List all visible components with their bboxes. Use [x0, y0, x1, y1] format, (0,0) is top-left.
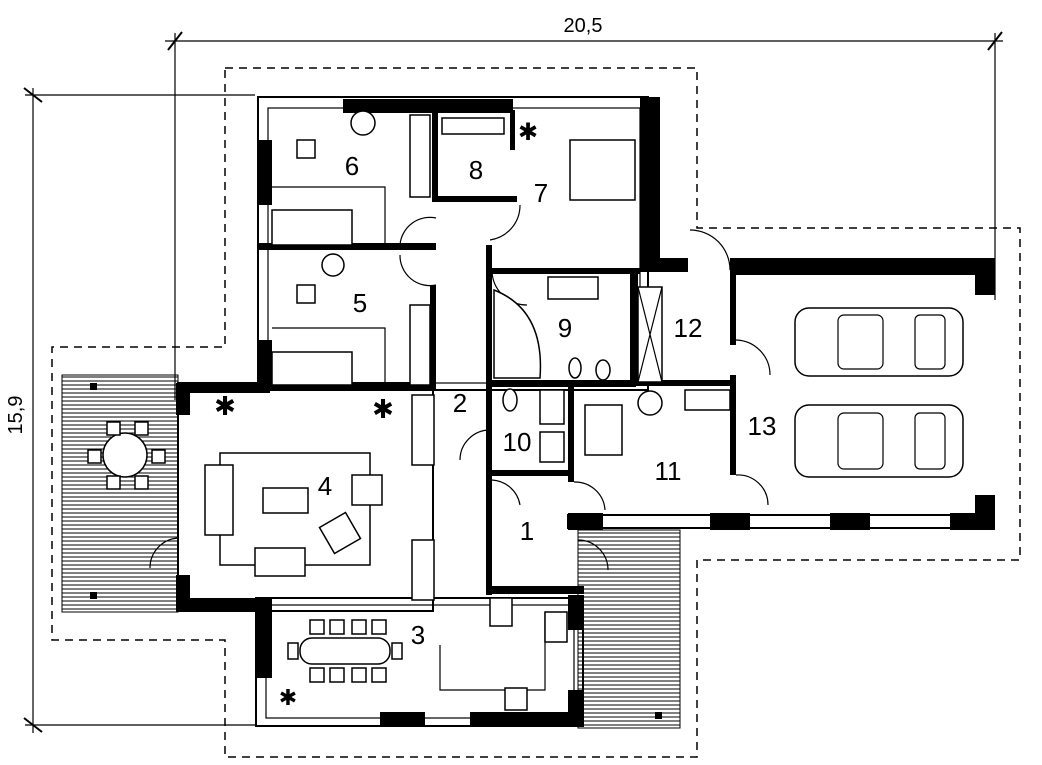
furniture: ✱ ✱ ✱ ✱	[87, 110, 964, 711]
room-10-label: 10	[503, 427, 532, 457]
room-2-label: 2	[453, 388, 467, 418]
car-icon	[794, 307, 964, 377]
room-7-label: 7	[534, 178, 548, 208]
room-5-label: 5	[353, 288, 367, 318]
width-label: 20,5	[564, 15, 603, 37]
dimension-width: 20,5	[165, 15, 1003, 400]
car-icon	[794, 404, 964, 478]
room-1-label: 1	[520, 516, 534, 546]
room-9-label: 9	[558, 313, 572, 343]
room-labels: 1 2 3 4 5 6 7 8 9 10 11 12 13	[318, 151, 777, 650]
plant-icon: ✱	[279, 685, 297, 710]
room-4-label: 4	[318, 471, 332, 501]
room-8-label: 8	[469, 155, 483, 185]
plant-icon: ✱	[372, 395, 394, 424]
room-12-label: 12	[674, 313, 703, 343]
depth-label: 15,9	[5, 396, 27, 435]
dimension-depth: 15,9	[5, 87, 255, 733]
room-6-label: 6	[345, 151, 359, 181]
room-3-label: 3	[411, 620, 425, 650]
walls	[176, 96, 995, 727]
plant-icon: ✱	[518, 120, 538, 146]
room-13-label: 13	[748, 411, 777, 441]
terrace-south	[577, 529, 681, 729]
terrace-west	[61, 374, 179, 613]
plant-icon: ✱	[214, 392, 236, 421]
roof-outline	[51, 67, 1021, 758]
room-11-label: 11	[655, 456, 682, 486]
